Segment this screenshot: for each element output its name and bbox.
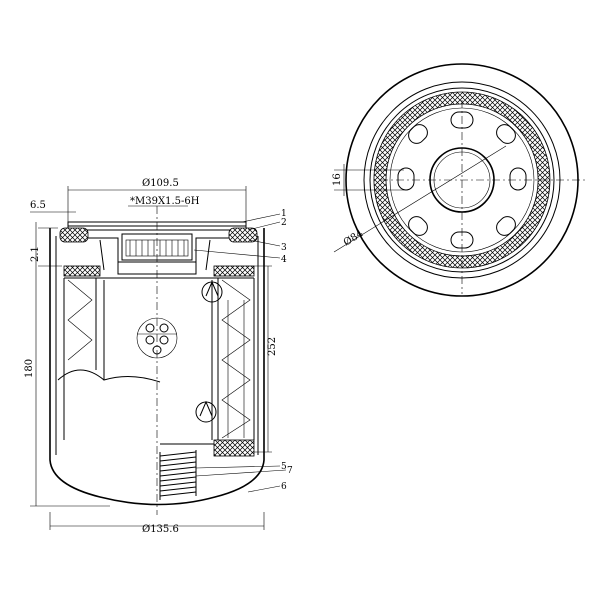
- dim-thread: *M39X1.5-6H: [130, 196, 200, 207]
- dim-16: 16: [332, 173, 343, 186]
- valve-lower: [195, 401, 217, 423]
- callouts: 1 2 3 4 5 7 6: [193, 209, 293, 493]
- top-view: 16 Ø84: [332, 63, 586, 297]
- end-cap-bottom: [213, 439, 255, 457]
- callout-4: 4: [281, 255, 287, 265]
- spring: [159, 450, 197, 500]
- callout-3: 3: [281, 243, 287, 253]
- dim-252: 252: [267, 337, 278, 356]
- callout-7: 7: [287, 466, 293, 476]
- gasket-right: [228, 227, 258, 243]
- side-view: Ø109.5 *M39X1.5-6H 6.5 2.1 180 252 Ø135.…: [24, 178, 293, 535]
- filter-media: [63, 278, 255, 440]
- callout-2: 2: [281, 218, 287, 228]
- dim-d-top: Ø109.5: [142, 178, 179, 189]
- dim-180: 180: [24, 359, 35, 378]
- callout-1: 1: [281, 209, 287, 219]
- dim-6-5: 6.5: [30, 200, 46, 211]
- dim-d-bottom: Ø135.6: [142, 524, 179, 535]
- housing-outline: [49, 228, 265, 506]
- end-cap-top: [63, 265, 101, 277]
- callout-5: 5: [281, 462, 287, 472]
- gasket-left: [59, 227, 89, 243]
- callout-6: 6: [281, 482, 287, 492]
- gasket-ring: [373, 91, 551, 269]
- center-tube: [103, 280, 213, 440]
- dim-d-84: Ø84: [342, 228, 366, 248]
- dim-2-1: 2.1: [30, 246, 41, 262]
